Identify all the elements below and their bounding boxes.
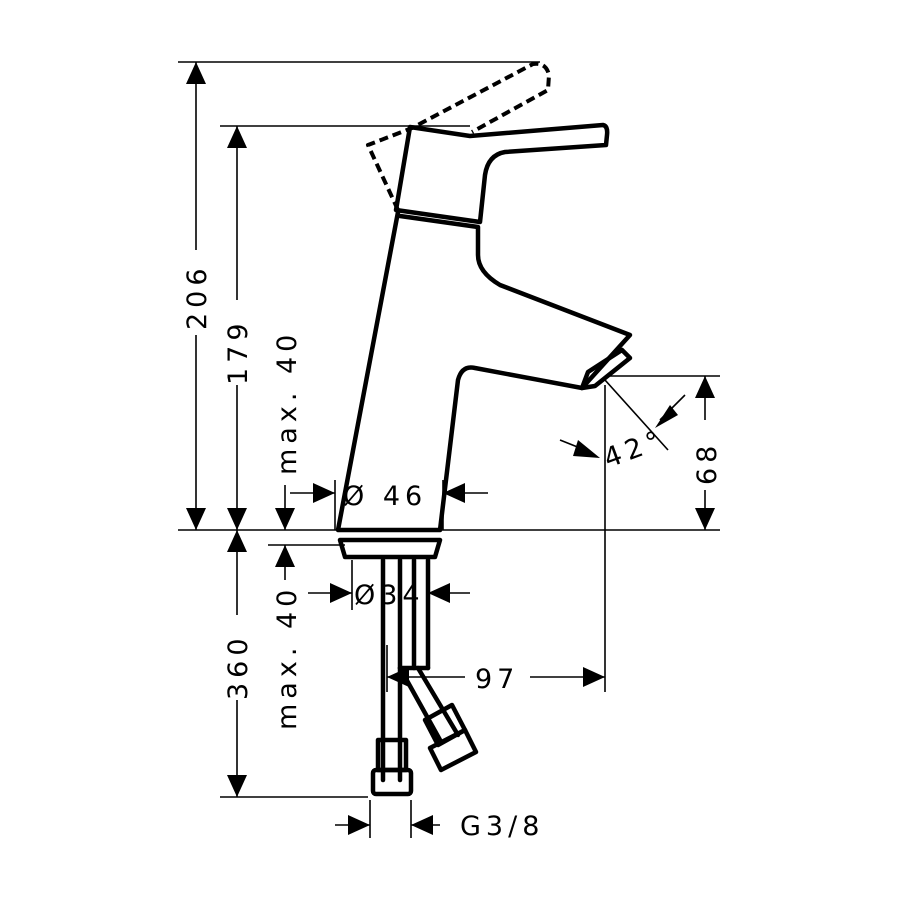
dimension-max40-lower: max. 40	[272, 545, 303, 730]
dim-179-label: 179	[223, 318, 254, 385]
angle-label: 42°	[600, 424, 670, 475]
dimension-179: 179	[223, 126, 254, 530]
dimension-97: 97	[387, 664, 605, 695]
dimension-d46: Ø 46	[290, 481, 488, 512]
dimension-360: 360	[223, 530, 254, 797]
d97-label: 97	[475, 664, 519, 695]
dimension-g38: G3/8	[335, 811, 544, 842]
dimension-d34: Ø34	[308, 580, 470, 611]
d34-label: Ø34	[354, 580, 425, 611]
max40-lower-label: max. 40	[272, 585, 303, 730]
dimension-angle: 42°	[559, 379, 686, 475]
d68-label: 68	[692, 441, 723, 485]
d46-label: Ø 46	[343, 481, 427, 512]
max40-upper-label: max. 40	[272, 330, 303, 475]
dim-360-label: 360	[223, 633, 254, 700]
dimension-206: 206	[182, 62, 213, 530]
thread-label: G3/8	[460, 811, 544, 842]
dim-206-label: 206	[182, 263, 213, 330]
dimension-68: 68	[692, 376, 723, 530]
dimension-max40-upper: max. 40	[272, 330, 303, 530]
